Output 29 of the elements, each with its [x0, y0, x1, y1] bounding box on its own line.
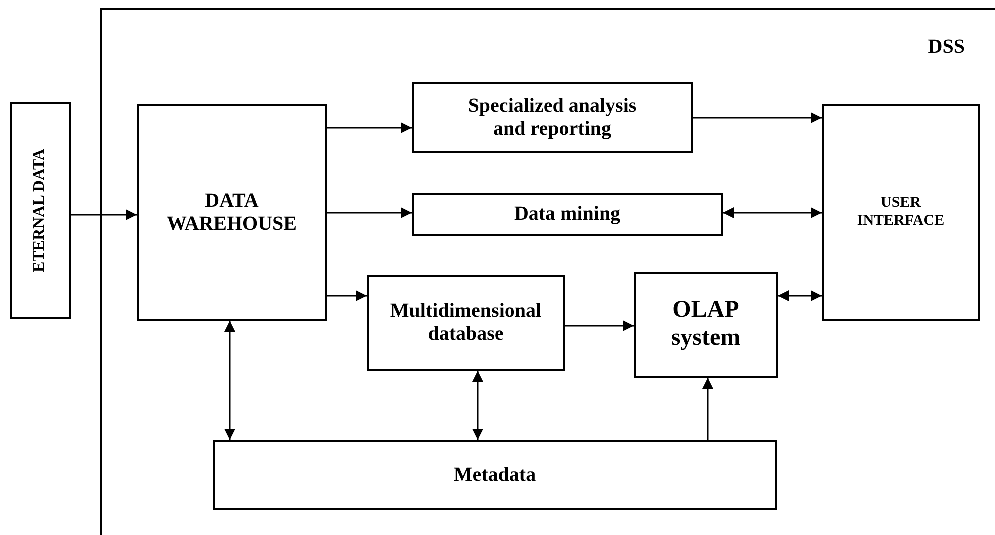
- process-box: [822, 104, 980, 321]
- box-label: ETERNAL DATA: [31, 148, 50, 272]
- process-box: [412, 193, 723, 236]
- process-box: [412, 82, 693, 153]
- arrow: [723, 208, 822, 218]
- system-frame: [100, 8, 995, 535]
- arrow: [224, 321, 236, 440]
- arrow: [327, 208, 412, 218]
- box-label: Data mining: [514, 203, 621, 226]
- arrow: [71, 210, 137, 220]
- process-box: [137, 104, 327, 321]
- source-box: [10, 102, 71, 319]
- arrow: [327, 122, 412, 134]
- arrow: [778, 290, 822, 302]
- arrow: [693, 112, 822, 124]
- box-label: USER INTERFACE: [856, 195, 946, 230]
- wide-box: [213, 440, 777, 510]
- box-label: Multidimensional database: [389, 300, 543, 346]
- box-label: Metadata: [454, 464, 536, 486]
- arrow: [565, 320, 634, 332]
- arrow: [472, 371, 484, 440]
- frame-label: DSS: [928, 36, 965, 59]
- process-box: [634, 272, 778, 378]
- process-box: [367, 275, 565, 371]
- box-label: DATA WAREHOUSE: [166, 190, 298, 236]
- arrow: [702, 378, 714, 440]
- box-label: OLAP system: [670, 297, 742, 353]
- arrow: [327, 290, 367, 302]
- box-label: Specialized analysis and reporting: [467, 94, 638, 140]
